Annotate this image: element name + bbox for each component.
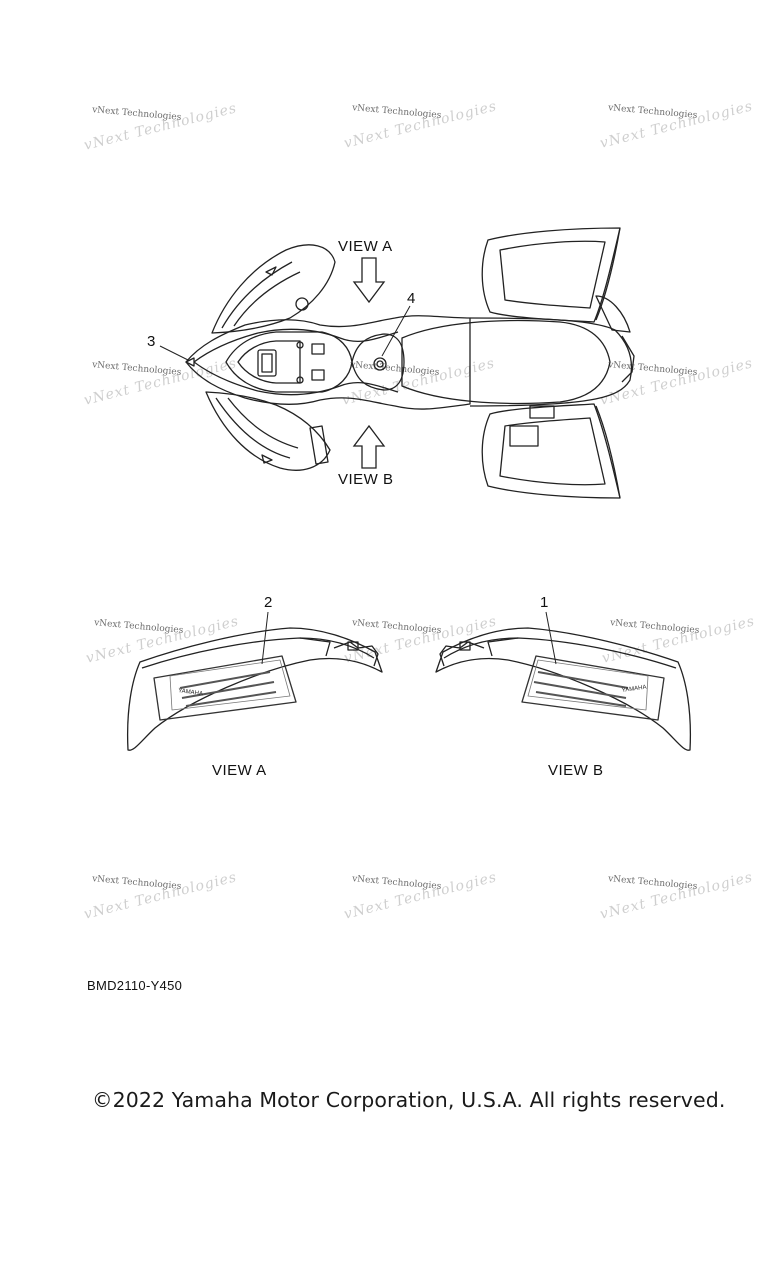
body-outline: [185, 315, 471, 410]
callout-2-leader: [261, 611, 269, 665]
view-b-fender: [435, 627, 692, 751]
drawing-code: BMD2110-Y450: [87, 978, 183, 993]
callout-4-leader: [381, 305, 411, 357]
decal-brand-a: YAMAHA: [178, 688, 203, 697]
view-a-label-top: VIEW A: [338, 238, 393, 255]
seat: [401, 319, 611, 405]
view-b-label-top: VIEW B: [338, 471, 394, 488]
rear-right-fender: [481, 403, 621, 499]
callout-3: 3: [147, 333, 156, 350]
callout-3-leader: [159, 345, 189, 361]
callout-4: 4: [407, 290, 416, 307]
view-b-decal: [521, 655, 665, 721]
front-right-fender: [205, 391, 331, 471]
view-a-label-bottom: VIEW A: [212, 762, 267, 779]
view-a-arrow: [352, 257, 386, 304]
front-left-fender: [211, 244, 336, 334]
view-a-fender: [126, 627, 383, 751]
decal-brand-b: YAMAHA: [621, 685, 646, 694]
copyright-notice: ©2022 Yamaha Motor Corporation, U.S.A. A…: [92, 1088, 726, 1112]
view-a-decal: [153, 655, 297, 721]
callout-1-leader: [545, 611, 557, 665]
callout-2: 2: [264, 594, 273, 611]
atv-top-view-drawing: [159, 227, 635, 499]
callout-1: 1: [540, 594, 549, 611]
fender-side-views-drawing: YAMAHA YAMAHA: [126, 611, 692, 751]
fuel-cap: [373, 357, 387, 371]
view-b-arrow: [352, 424, 386, 469]
rear-left-fender: [481, 227, 621, 323]
view-b-label-bottom: VIEW B: [548, 762, 604, 779]
